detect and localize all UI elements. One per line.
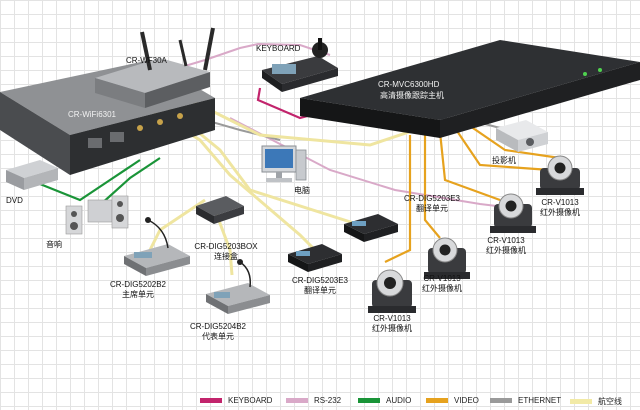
legend-label: RS-232 bbox=[314, 396, 342, 405]
mvc-name-label: 高清摄像跟踪主机 bbox=[380, 91, 444, 100]
video-cable-3 bbox=[438, 131, 501, 202]
projector-unit bbox=[496, 120, 548, 152]
delegate-name-label: 代表单元 bbox=[202, 332, 234, 341]
box-name-label: 连接盒 bbox=[214, 252, 238, 261]
aviation-cable-4 bbox=[213, 209, 234, 276]
camera-1 bbox=[368, 269, 416, 313]
legend-item-video: VIDEO bbox=[426, 396, 479, 405]
legend-swatch bbox=[570, 399, 592, 404]
legend-swatch bbox=[358, 398, 380, 403]
cam2-name-label: 红外摄像机 bbox=[422, 284, 462, 293]
wifi6301-label: CR-WiFi6301 bbox=[68, 110, 117, 119]
delegate-unit bbox=[206, 259, 270, 314]
legend: KEYBOARD RS-232 AUDIO VIDEO ETHERNET 航空线 bbox=[0, 388, 640, 410]
projector-label: 投影机 bbox=[492, 156, 516, 165]
dvd-unit bbox=[6, 160, 58, 190]
interpreter-unit-1 bbox=[288, 244, 342, 272]
cam2-model-label: CR-V1013 bbox=[423, 274, 461, 283]
cam3-model-label: CR-V1013 bbox=[487, 236, 525, 245]
interp2-model-label: CR-DIG5203E3 bbox=[403, 194, 461, 203]
legend-label: VIDEO bbox=[454, 396, 479, 405]
cam1-name-label: 红外摄像机 bbox=[372, 324, 412, 333]
dvd-label: DVD bbox=[6, 196, 23, 205]
legend-label: ETHERNET bbox=[518, 396, 562, 405]
interpreter-unit-2 bbox=[344, 214, 398, 242]
legend-swatch bbox=[286, 398, 308, 403]
video-cable-5 bbox=[469, 125, 561, 160]
chair-unit bbox=[124, 217, 190, 276]
speaker-unit bbox=[65, 195, 129, 235]
legend-swatch bbox=[426, 398, 448, 403]
connection-box-unit bbox=[196, 196, 244, 224]
audio-cable-speaker bbox=[99, 157, 161, 206]
cam4-name-label: 红外摄像机 bbox=[540, 208, 580, 217]
cam3-name-label: 红外摄像机 bbox=[486, 246, 526, 255]
mvc-model-label: CR-MVC6300HD bbox=[378, 80, 440, 89]
delegate-model-label: CR-DIG5204B2 bbox=[189, 322, 247, 331]
camera-4 bbox=[536, 155, 584, 195]
keyboard-unit bbox=[262, 38, 338, 92]
aviation-cable-5 bbox=[179, 93, 431, 147]
audio-cable-dvd bbox=[39, 159, 141, 202]
speaker-label: 音响 bbox=[46, 240, 62, 249]
legend-item-audio: AUDIO bbox=[358, 396, 411, 405]
wf30a-label: CR-WF30A bbox=[126, 56, 167, 65]
camera-3 bbox=[490, 193, 536, 233]
legend-swatch bbox=[490, 398, 512, 403]
video-cable-4 bbox=[454, 127, 551, 172]
cam4-model-label: CR-V1013 bbox=[541, 198, 579, 207]
pc-unit bbox=[261, 145, 307, 182]
legend-label: 航空线 bbox=[598, 397, 622, 406]
chair-name-label: 主席单元 bbox=[122, 290, 154, 299]
legend-label: AUDIO bbox=[386, 396, 412, 405]
interp1-name-label: 翻译单元 bbox=[304, 286, 336, 295]
keyboard-label: KEYBOARD bbox=[256, 44, 301, 53]
wf30a-unit bbox=[95, 27, 215, 108]
interp2-name-label: 翻译单元 bbox=[416, 204, 448, 213]
legend-item-rs232: RS-232 bbox=[286, 396, 341, 405]
interp1-model-label: CR-DIG5203E3 bbox=[291, 276, 349, 285]
camera-2 bbox=[424, 237, 470, 279]
video-cable-1 bbox=[384, 135, 412, 263]
box-model-label: CR-DIG5203BOX bbox=[194, 242, 258, 251]
legend-item-ethernet: ETHERNET bbox=[490, 396, 561, 405]
legend-item-aviation: 航空线 bbox=[570, 396, 622, 407]
pc-label: 电脑 bbox=[294, 186, 310, 195]
mvc6300hd-unit bbox=[300, 40, 640, 138]
video-cable-2 bbox=[423, 135, 441, 239]
legend-item-keyboard: KEYBOARD bbox=[200, 396, 272, 405]
chair-model-label: CR-DIG5202B2 bbox=[109, 280, 167, 289]
legend-label: KEYBOARD bbox=[228, 396, 273, 405]
legend-swatch bbox=[200, 398, 222, 403]
cam1-model-label: CR-V1013 bbox=[373, 314, 411, 323]
